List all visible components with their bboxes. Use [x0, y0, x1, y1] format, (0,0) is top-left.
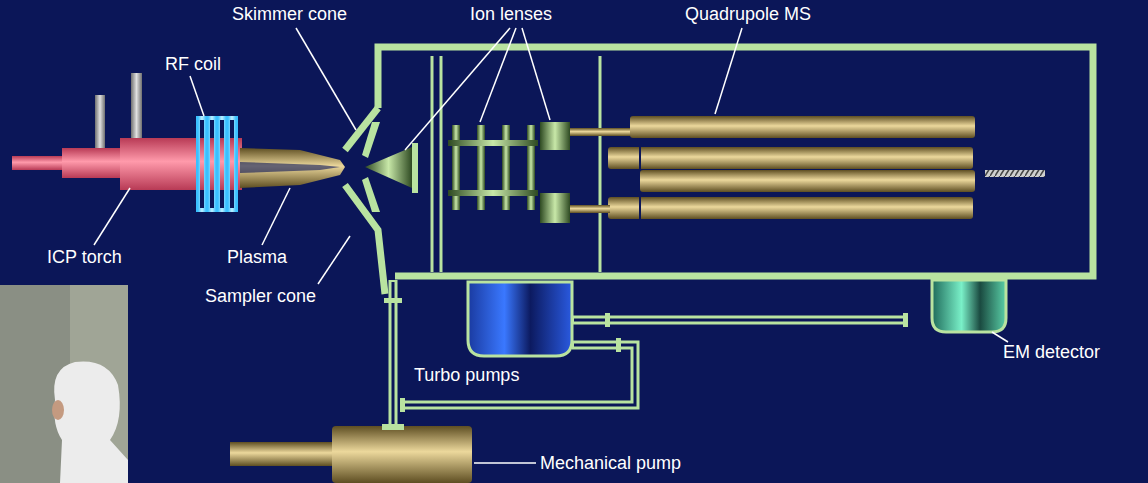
quadrupole-rods	[570, 116, 975, 219]
pipe-flanges	[384, 298, 908, 412]
ion-lenses	[448, 122, 570, 223]
part-label: Turbo pumps	[414, 365, 519, 385]
detector-probe	[985, 170, 1045, 177]
extraction-lens	[365, 147, 412, 188]
part-label: EM detector	[1003, 342, 1100, 362]
pipe-cores	[393, 282, 906, 426]
vacuum-pipes	[393, 280, 908, 428]
em-detector	[932, 280, 1006, 332]
part-label: Skimmer cone	[232, 4, 347, 24]
turbo-pump	[468, 282, 572, 356]
part-label: Sampler cone	[205, 286, 316, 306]
part-label: Ion lenses	[470, 4, 552, 24]
plasma-core	[240, 162, 340, 173]
part-label: ICP torch	[47, 247, 122, 267]
part-label: Quadrupole MS	[685, 4, 811, 24]
part-label: RF coil	[165, 54, 221, 74]
video-inset	[0, 285, 128, 483]
mechanical-pump	[230, 424, 472, 483]
plasma	[240, 148, 345, 188]
part-label: Plasma	[227, 247, 287, 267]
rod-gaps	[639, 147, 641, 219]
leader-lines	[94, 28, 1008, 463]
extraction-plate	[412, 143, 418, 193]
vacuum-housing	[345, 47, 1093, 294]
part-label: Mechanical pump	[540, 453, 681, 473]
rf-coil	[198, 118, 236, 210]
